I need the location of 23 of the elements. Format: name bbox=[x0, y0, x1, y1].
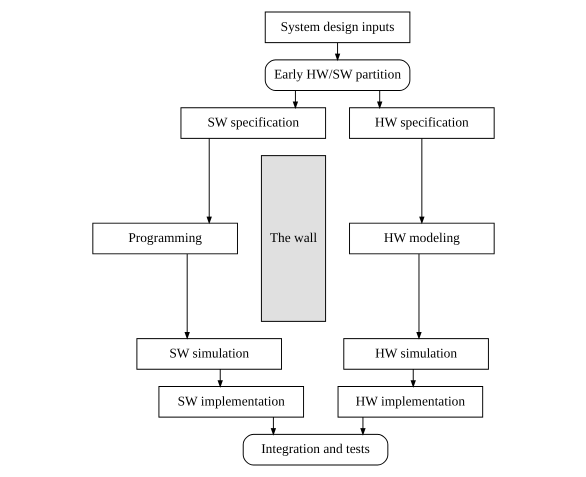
node-box: HW modeling bbox=[348, 222, 494, 254]
arrow bbox=[360, 416, 366, 436]
arrow bbox=[376, 90, 382, 110]
arrow bbox=[270, 416, 276, 436]
arrow bbox=[292, 90, 298, 110]
node-box: HW specification bbox=[348, 107, 494, 139]
arrow bbox=[206, 138, 212, 224]
node-box: The wall bbox=[260, 155, 326, 322]
node-box: System design inputs bbox=[264, 12, 410, 44]
node-box: Programming bbox=[92, 222, 238, 254]
node-box: HW simulation bbox=[342, 338, 488, 370]
node-box: SW implementation bbox=[158, 386, 304, 418]
arrow bbox=[334, 42, 340, 62]
node-box: Early HW/SW partition bbox=[264, 59, 410, 91]
node-box: SW specification bbox=[180, 107, 326, 139]
arrow bbox=[217, 368, 222, 388]
node-box: HW implementation bbox=[337, 386, 483, 418]
node-box: SW simulation bbox=[136, 338, 282, 370]
node-box: Integration and tests bbox=[242, 434, 388, 466]
arrow bbox=[184, 254, 190, 340]
arrow bbox=[410, 368, 416, 388]
arrow bbox=[418, 138, 424, 224]
arrow bbox=[416, 254, 422, 340]
